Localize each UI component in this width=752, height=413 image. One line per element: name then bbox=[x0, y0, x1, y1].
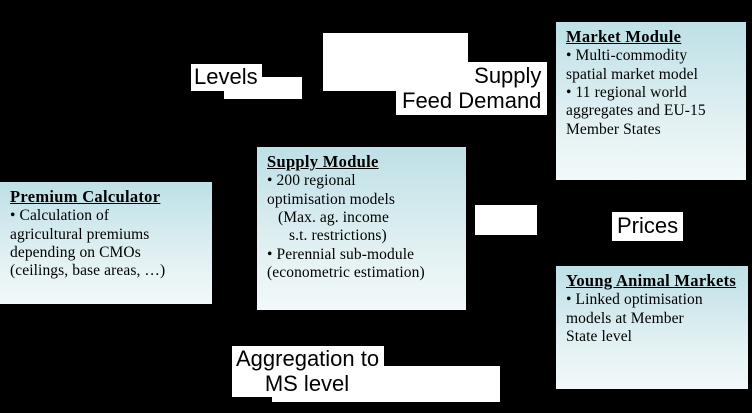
arrowhead-right-exchange bbox=[538, 215, 552, 227]
box-market-module[interactable]: Market Module • Multi-commodity spatial … bbox=[556, 22, 746, 180]
supply-module-line-4: s.t. restrictions) bbox=[289, 227, 387, 245]
young-animal-markets-line-1: • Linked optimisation bbox=[566, 291, 703, 309]
aggregation-line-2: MS level bbox=[264, 370, 350, 396]
premium-calculator-line-3: depending on CMOs bbox=[10, 244, 141, 262]
connector-label-prices: Prices bbox=[612, 212, 684, 241]
premium-calculator-line-1: • Calculation of bbox=[10, 207, 110, 225]
curve-market-to-supply-tail bbox=[343, 102, 360, 132]
box-premium-calculator[interactable]: Premium Calculator • Calculation of agri… bbox=[0, 182, 212, 304]
premium-calculator-line-4: (ceilings, base areas, …) bbox=[10, 262, 166, 280]
market-module-title: Market Module bbox=[566, 27, 682, 46]
supply-feed-demand-line-2: Feed Demand bbox=[402, 87, 542, 113]
market-module-line-3: • 11 regional world bbox=[566, 84, 687, 102]
aggregation-line-1: Aggregation to bbox=[236, 346, 380, 371]
supply-feed-demand-line-1: Supply bbox=[474, 63, 542, 88]
box-supply-module[interactable]: Supply Module • 200 regional optimisatio… bbox=[257, 147, 466, 310]
young-animal-markets-line-2: models at Member bbox=[566, 309, 684, 327]
supply-module-title: Supply Module bbox=[267, 152, 379, 171]
premium-calculator-line-2: agricultural premiums bbox=[10, 225, 150, 243]
market-module-line-1: • Multi-commodity bbox=[566, 47, 688, 65]
young-animal-markets-line-3: State level bbox=[566, 328, 633, 346]
exchange-arrow-plate bbox=[475, 205, 537, 235]
supply-module-line-1: • 200 regional bbox=[267, 172, 356, 190]
market-module-line-4: aggregates and EU-15 bbox=[566, 102, 706, 120]
premium-calculator-title: Premium Calculator bbox=[10, 187, 161, 206]
market-module-line-2: spatial market model bbox=[566, 65, 698, 83]
supply-module-line-5: • Perennial sub-module bbox=[267, 245, 415, 263]
market-module-line-5: Member States bbox=[566, 120, 661, 138]
connector-label-levels: Levels bbox=[191, 64, 262, 91]
supply-module-line-3: (Max. ag. income bbox=[278, 209, 389, 227]
box-young-animal-markets[interactable]: Young Animal Markets • Linked optimisati… bbox=[556, 266, 748, 389]
young-animal-markets-title: Young Animal Markets bbox=[566, 271, 737, 290]
supply-module-line-6: (econometric estimation) bbox=[267, 263, 425, 281]
supply-module-line-2: optimisation models bbox=[267, 190, 396, 208]
